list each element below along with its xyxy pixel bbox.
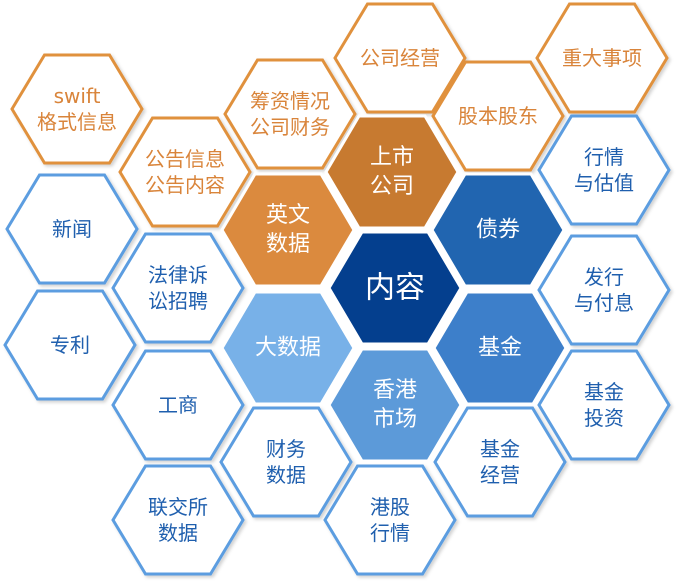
hexagon-guben-gudong: 股本股东	[431, 60, 565, 172]
hexagon-label: 市场	[373, 407, 417, 432]
hexagon-shape	[327, 230, 463, 346]
hexagon-shape	[535, 2, 669, 114]
hexagon-label: 经营	[480, 463, 520, 487]
hexagon-label: 讼招聘	[148, 289, 208, 313]
hexagon-shape	[223, 58, 357, 170]
hexagon-shape	[220, 290, 356, 406]
hexagon-label: 财务	[266, 437, 306, 461]
hexagon-label: 联交所	[148, 495, 208, 519]
hexagon-label: 香港	[373, 378, 417, 403]
hexagon-label: 行情	[370, 521, 410, 545]
hexagon-shape	[111, 464, 245, 576]
hexagon-label: 基金	[584, 380, 624, 404]
hexagon-shape	[219, 406, 353, 518]
hexagon-label: 内容	[365, 271, 425, 306]
hexagon-label: 公告信息	[145, 147, 225, 171]
hexagon-label: 上市	[370, 145, 414, 170]
hexagon-label: 与估值	[574, 171, 634, 195]
hexagon-label: 与付息	[574, 291, 634, 315]
hexagon-label: 港股	[370, 495, 410, 519]
hexagon-shape	[431, 60, 565, 172]
hexagon-shape	[3, 289, 137, 401]
hexagon-shape	[537, 234, 671, 346]
hexagon-label: 发行	[584, 265, 624, 289]
hexagon-label: 公司	[370, 174, 414, 199]
hexagon-label: 数据	[158, 521, 198, 545]
hexagon-neirong: 内容	[327, 230, 463, 346]
hexagon-label: 公司经营	[360, 46, 440, 70]
hexagon-zhaiquan: 债券	[430, 172, 566, 288]
hexagon-label: 英文	[266, 203, 310, 228]
hexagon-label: 行情	[584, 145, 624, 169]
hexagon-label: 重大事项	[562, 46, 642, 70]
hexagon-zhongda-shixiang: 重大事项	[535, 2, 669, 114]
hexagon-shape	[5, 173, 139, 285]
hexagon-shape	[324, 114, 460, 230]
hexagon-label: 法律诉	[148, 263, 208, 287]
hexagon-label: swift	[54, 84, 101, 108]
hexagon-gongshang: 工商	[111, 349, 245, 461]
hexagon-shape	[432, 290, 568, 406]
hexagon-label: 公司财务	[250, 115, 330, 139]
hexagon-shape	[333, 2, 467, 114]
hexagon-label: 新闻	[52, 217, 92, 241]
hexagon-label: 大数据	[255, 336, 321, 361]
hexagon-shape	[430, 172, 566, 288]
hexagon-label: 基金	[478, 336, 522, 361]
hexagon-xinwen: 新闻	[5, 173, 139, 285]
hexagon-label: 公告内容	[145, 173, 225, 197]
hexagon-shape	[10, 53, 144, 165]
hexagon-label: 股本股东	[458, 104, 538, 128]
hexagon-gongsi-jingying: 公司经营	[333, 2, 467, 114]
hexagon-label: 工商	[158, 393, 198, 417]
hexagon-label: 数据	[266, 463, 306, 487]
hexagon-shape	[537, 349, 671, 461]
hexagon-label: 筹资情况	[250, 89, 330, 113]
hexagon-shape	[118, 116, 252, 228]
hexagon-label: 基金	[480, 437, 520, 461]
hexagon-jijin: 基金	[432, 290, 568, 406]
hexagon-shape	[220, 172, 356, 288]
hexagon-da-shuju: 大数据	[220, 290, 356, 406]
hexagon-label: 数据	[266, 232, 310, 257]
hexagon-label: 债券	[476, 218, 520, 243]
hexagon-label: 投资	[584, 406, 624, 430]
hexagon-shape	[111, 232, 245, 344]
hexagon-label: 专利	[50, 333, 90, 357]
hexagon-shape	[327, 347, 463, 463]
hexagon-shape	[111, 349, 245, 461]
hexagon-shape	[537, 114, 671, 226]
hexagon-zhuanli: 专利	[3, 289, 137, 401]
hexagon-shape	[323, 464, 457, 576]
hexagon-shape	[433, 406, 567, 518]
hexagon-label: 格式信息	[37, 110, 117, 134]
